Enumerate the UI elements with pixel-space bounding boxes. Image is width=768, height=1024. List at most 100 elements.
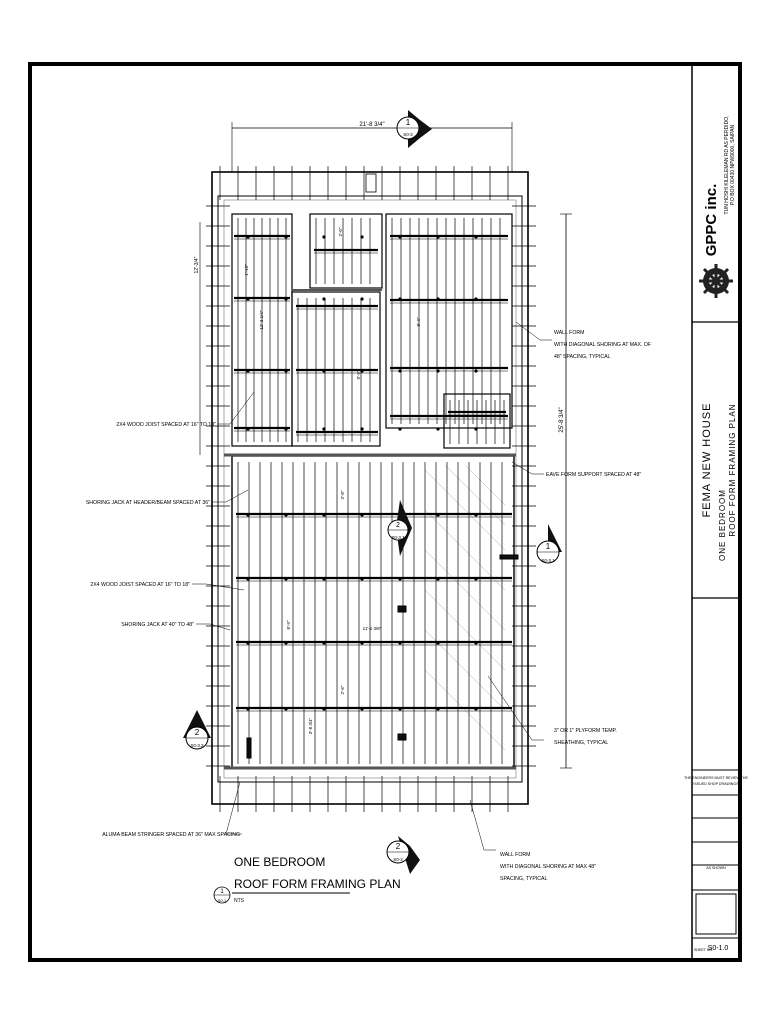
shoring-jack-marker [284,297,288,301]
svg-text:2'-0": 2'-0" [338,227,343,236]
shoring-jack-marker [246,297,250,301]
drawing-title-line2: ROOF FORM FRAMING PLAN [234,877,401,891]
shoring-jack-marker [436,513,440,517]
label-wall-form-top-3: 48" SPACING, TYPICAL [554,354,611,360]
shoring-jack-marker [322,577,326,581]
review-note-line2: ISSUED SHOP DRAWINGS [693,782,739,786]
svg-text:1: 1 [546,542,551,551]
shoring-jack-marker [398,577,402,581]
shoring-jack-marker [322,427,326,431]
shoring-jack-marker [284,427,288,431]
shoring-jack-marker [246,513,250,517]
company-address-line1: TUN HOSHI KILELEMAN RD AS PERDIDO, [724,116,730,215]
shoring-jack-marker [284,577,288,581]
svg-text:12'-3 1/4": 12'-3 1/4" [259,310,264,329]
sheet-title-line1: ONE BEDROOM [718,489,727,561]
shoring-jack-marker [246,235,250,239]
shoring-jack-marker [246,577,250,581]
overall-height-dim: 25'-8 3/4" [559,407,565,432]
shoring-jack-marker [436,297,440,301]
shoring-jack-marker [474,513,478,517]
company-logo-gear-icon [699,264,733,298]
sheet-border [28,62,742,962]
shoring-jack-marker [474,369,478,373]
label-eave: EAVE FORM SUPPORT SPACED AT 48" [546,472,641,478]
svg-text:2: 2 [195,728,200,737]
leader-lines [192,321,552,851]
shoring-jack-marker [398,369,402,373]
shoring-jack-marker [474,577,478,581]
shoring-jack-marker [360,297,364,301]
svg-text:9'-9": 9'-9" [356,370,361,379]
shoring-jack-marker [360,707,364,711]
interior-dims: 1'-10" 12'-3 1/4" 2'-0" 9'-9" 8'-4" 3'-8… [244,227,421,734]
shoring-jack-marker [360,513,364,517]
project-name: FEMA NEW HOUSE [701,403,713,518]
svg-text:S0-3.2: S0-3.2 [190,743,204,748]
shoring-jack-marker [436,707,440,711]
shoring-jack-marker [360,235,364,239]
shoring-jack-marker [284,641,288,645]
section-callout-center: 2 S0-3.1 [387,500,412,556]
section-callout-top: 1 S0-2 [396,110,432,148]
sheet-no-label: SHEET NO. [694,948,713,952]
svg-text:2: 2 [396,842,401,851]
company-name: GPPC inc. [703,184,720,257]
svg-text:8'-9": 8'-9" [286,620,291,629]
company-address-line2: P.O BOX 00430 NPW9000, SAIPAN [730,125,736,206]
svg-text:S0-1: S0-1 [218,898,227,903]
sheet-title-line2: ROOF FORM FRAMING PLAN [728,403,737,536]
shoring-jack-marker [284,369,288,373]
label-wall-form-bot-2: WITH DIAGONAL SHORING AT MAX 48" [500,864,596,870]
review-note-line1: THE ENGINEERS MUST REVIEW THE [684,776,748,780]
label-wall-form-top-2: WITH DIAGONAL SHORING AT MAX. OF [554,342,651,348]
svg-text:11'-1 3/8": 11'-1 3/8" [363,626,382,631]
shoring-jack-marker [474,641,478,645]
label-aluma: ALUMA BEAM STRINGER SPACED AT 36" MAX SP… [102,832,240,838]
shoring-jack-marker [360,427,364,431]
shoring-jack-marker [474,707,478,711]
shoring-jack-marker [436,235,440,239]
shoring-jack-marker [322,513,326,517]
svg-text:S0-2: S0-2 [403,132,413,137]
shoring-jack-marker [474,235,478,239]
svg-text:8'-4": 8'-4" [416,317,421,326]
shoring-jack-marker [436,369,440,373]
shoring-jack-marker [322,641,326,645]
drawing-title: ONE BEDROOM ROOF FORM FRAMING PLAN 1 S0-… [213,855,401,904]
label-wall-form-bot-3: SPACING, TYPICAL [500,876,547,882]
shoring-jack-marker [398,641,402,645]
shoring-jack-marker [360,577,364,581]
svg-text:3'-8 3/4": 3'-8 3/4" [308,717,313,734]
shoring-jack-marker [246,707,250,711]
svg-text:S0-2: S0-2 [393,857,403,862]
label-plyform-2: SHEATHING, TYPICAL [554,740,608,746]
svg-text:2: 2 [396,522,400,529]
overall-width-dim: 21'-8 3/4" [359,122,384,128]
drawing-title-scale: NTS [234,898,245,904]
svg-text:1'-10": 1'-10" [244,264,249,276]
shoring-jack-marker [398,707,402,711]
svg-text:S0-3.1: S0-3.1 [541,558,555,563]
shoring-jack-marker [246,427,250,431]
label-joist-lower: 2X4 WOOD JOIST SPACED AT 16" TO 18" [90,582,190,588]
left-dim: 12'-3/4" [194,256,200,273]
shoring-jack-marker [322,297,326,301]
shoring-jack-marker [284,513,288,517]
section-callout-right: 1 S0-3.1 [536,524,562,564]
svg-text:1: 1 [406,118,411,127]
label-plyform-1: 3" OR 1" PLYFORM TEMP. [554,728,617,734]
shoring-jack-marker [436,427,440,431]
shoring-jack-marker [436,577,440,581]
joist-layer [206,166,536,812]
shoring-jack-marker [360,369,364,373]
shoring-jack-marker [322,369,326,373]
shoring-jack-marker [322,707,326,711]
svg-text:3'-8": 3'-8" [340,490,345,499]
label-joist-upper: 2X4 WOOD JOIST SPACED AT 16" TO 18" [116,422,216,428]
shoring-jack-marker [360,641,364,645]
shoring-jack-marker [284,235,288,239]
label-wall-form-top-1: WALL FORM [554,330,584,336]
shoring-jack-marker [436,641,440,645]
